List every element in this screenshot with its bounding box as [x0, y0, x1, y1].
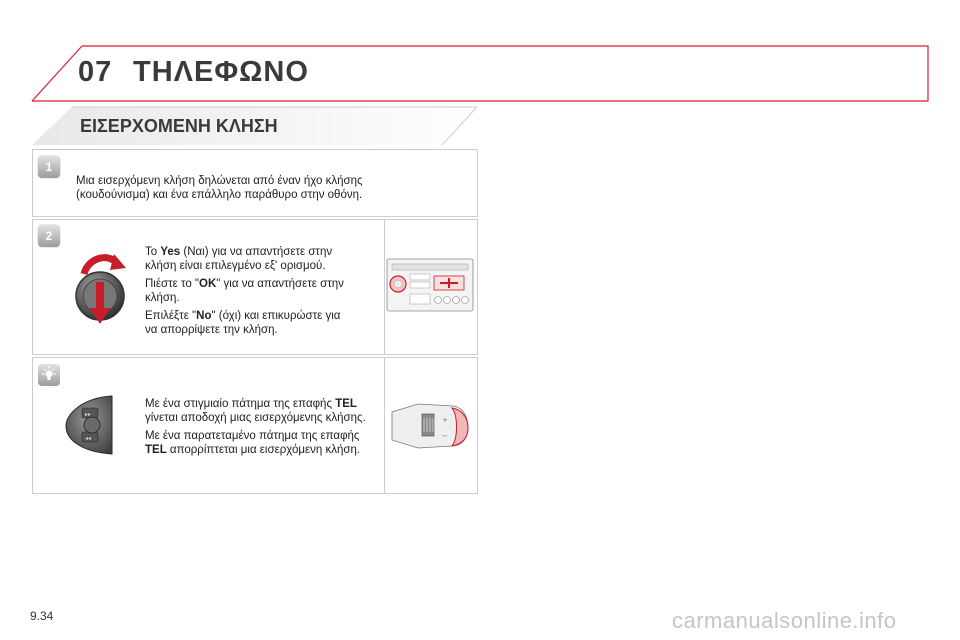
- watermark: carmanualsonline.info: [672, 608, 897, 633]
- svg-text:−: −: [442, 432, 448, 440]
- text-segment: " (όχι) και επικυρώστε για: [211, 310, 341, 322]
- text-segment: Το: [145, 246, 161, 258]
- yes-keyword: Yes: [160, 246, 181, 258]
- radio-unit-illustration: [386, 258, 474, 312]
- section-title: ΕΙΣΕΡΧΟΜΕΝΗ ΚΛΗΣΗ: [80, 116, 278, 136]
- steering-stalk-illustration: + −: [391, 403, 469, 449]
- step-1-line-1: Μια εισερχόμενη κλήση δηλώνεται από έναν…: [76, 175, 363, 187]
- steering-wheel-controls-icon: ▸▸ ◂◂: [65, 395, 113, 455]
- step-1-badge: 1: [38, 156, 60, 178]
- text-segment: κλήση είναι επιλεγμένο εξ' ορισμού.: [145, 259, 326, 272]
- step-1-line-2: (κουδούνισμα) και ένα επάλληλο παράθυρο …: [76, 188, 363, 201]
- step-1-panel: [32, 149, 478, 217]
- lightbulb-icon: [42, 366, 56, 380]
- tip-badge: [38, 364, 60, 386]
- ok-keyword: OK: [199, 278, 217, 290]
- tel-keyword: TEL: [145, 443, 167, 456]
- tel-keyword: TEL: [335, 398, 357, 410]
- page-number: 9.34: [30, 609, 54, 623]
- text-segment: κλήση.: [145, 291, 180, 304]
- text-segment: απορρίπτεται μια εισερχόμενη κλήση.: [166, 443, 361, 456]
- section-banner: [32, 106, 477, 145]
- no-keyword: No: [196, 310, 212, 322]
- text-segment: Με ένα παρατεταμένο πάτημα της επαφής: [145, 430, 360, 442]
- step-1-text: Μια εισερχόμενη κλήση δηλώνεται από έναν…: [76, 175, 471, 202]
- chapter-title: ΤΗΛΕΦΩΝΟ: [133, 56, 309, 88]
- rotary-knob-icon: [75, 254, 126, 324]
- text-segment: (Ναι) για να απαντήσετε στην: [180, 246, 333, 258]
- svg-text:+: +: [442, 416, 448, 424]
- text-segment: Επιλέξτε ": [145, 310, 197, 322]
- text-segment: Με ένα στιγμιαίο πάτημα της επαφής: [145, 398, 336, 410]
- header-frame: [31, 45, 929, 102]
- text-segment: " για να απαντήσετε στην: [216, 278, 344, 290]
- step-2-para-2: Πιέστε το "OK" για να απαντήσετε στην κλή…: [145, 278, 380, 305]
- text-segment: Πιέστε το ": [145, 278, 200, 290]
- chapter-number: 07: [78, 56, 113, 88]
- step-2-badge: 2: [38, 225, 60, 247]
- text-segment: γίνεται αποδοχή μιας εισερχόμενης κλήσης…: [145, 411, 366, 424]
- svg-text:▸▸: ▸▸: [85, 411, 91, 418]
- svg-text:◂◂: ◂◂: [85, 435, 91, 442]
- text-segment: να απορρίψετε την κλήση.: [145, 323, 278, 336]
